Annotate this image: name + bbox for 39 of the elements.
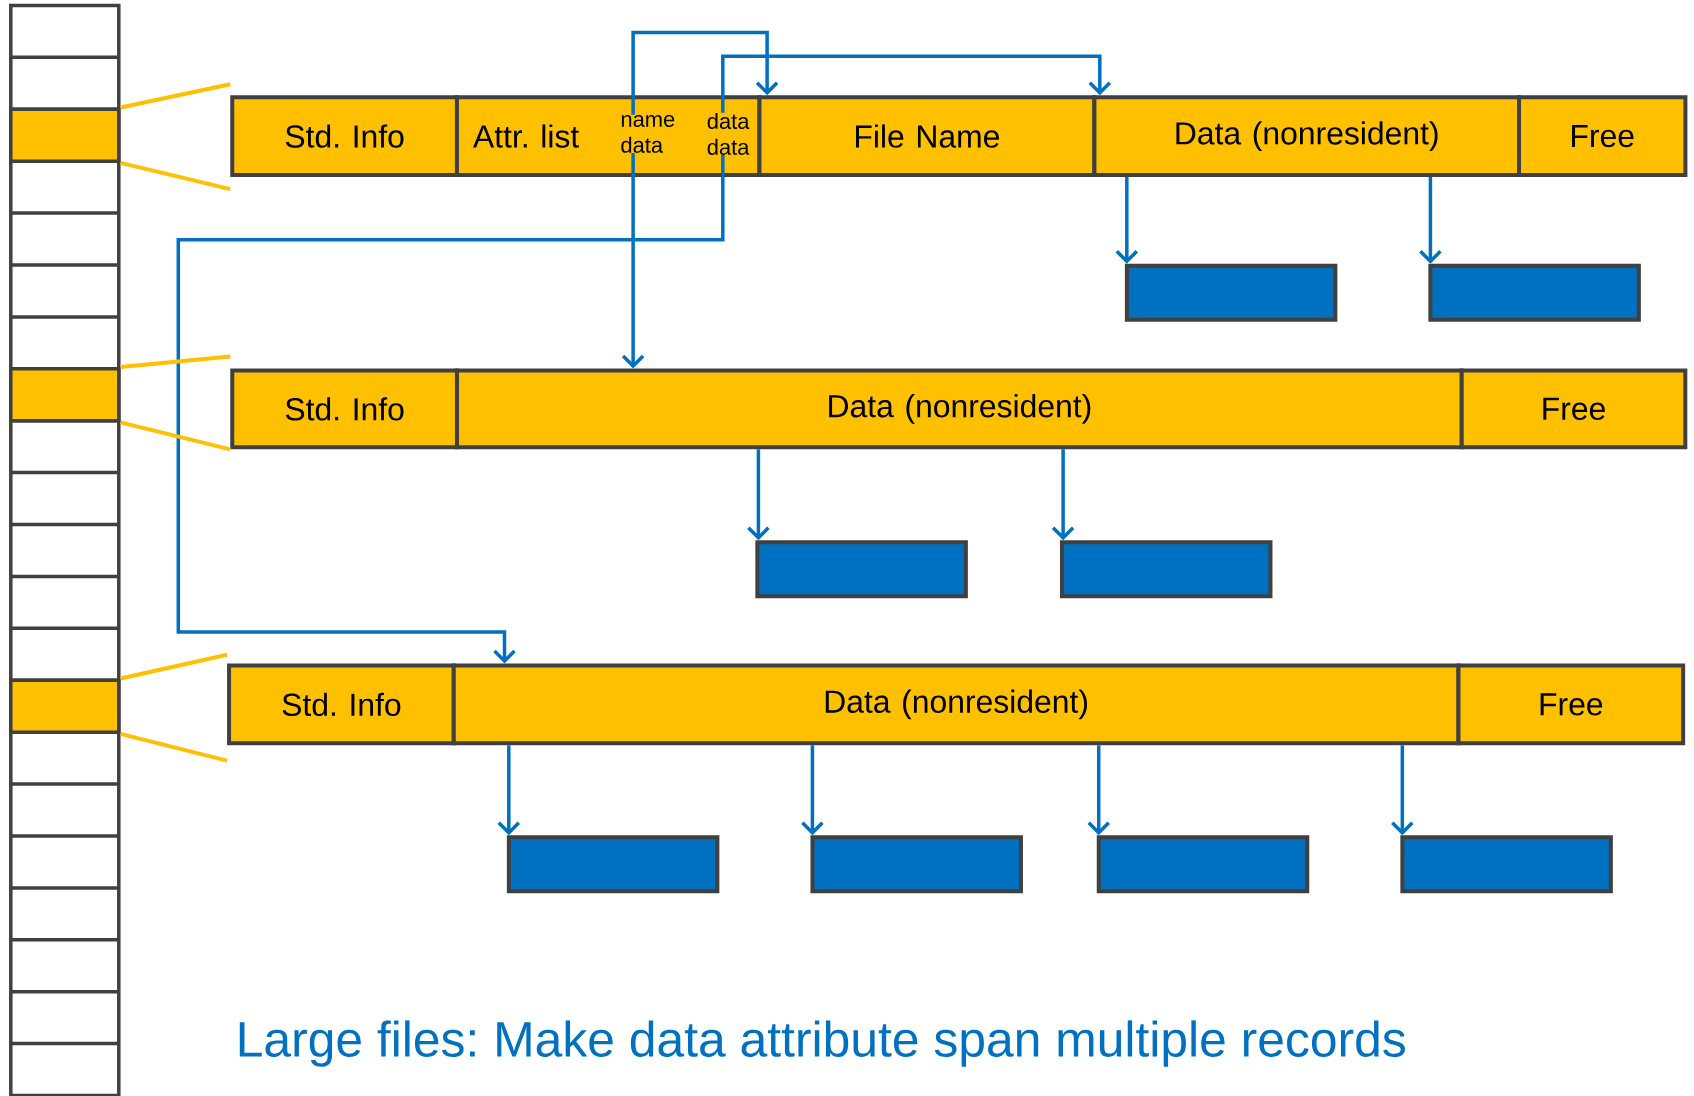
data-block <box>755 540 968 599</box>
data-block <box>506 835 720 894</box>
data-block <box>810 835 1023 894</box>
arrow <box>747 449 770 541</box>
data-block <box>1400 835 1613 894</box>
record-slot <box>9 367 121 423</box>
zoom-line <box>120 160 231 192</box>
attribute-entry: name data <box>621 114 675 153</box>
arrow <box>801 745 824 836</box>
zoom-line <box>120 652 228 681</box>
record-cell: Std. Info <box>227 663 456 746</box>
arrow <box>631 30 779 115</box>
data-block <box>1124 263 1338 322</box>
zoom-line <box>120 731 228 763</box>
record-slot <box>9 678 121 734</box>
arrow <box>621 153 645 369</box>
arrow <box>176 155 725 664</box>
zoom-line <box>120 82 231 110</box>
arrow <box>1419 177 1442 264</box>
zoom-line <box>120 354 231 369</box>
arrow <box>1051 449 1075 541</box>
arrow <box>1115 177 1139 264</box>
record-cell: File Name <box>757 95 1097 177</box>
record-cell: Free <box>1456 663 1686 746</box>
zoom-line <box>120 420 231 452</box>
data-block <box>1096 835 1310 894</box>
data-block <box>1428 263 1641 322</box>
record-slot <box>9 107 121 163</box>
caption: Large files: Make data attribute span multiple records <box>239 1020 1405 1067</box>
record-cell: Std. Info <box>230 368 459 450</box>
record-cell: Free <box>1517 95 1688 177</box>
arrow <box>721 54 1112 113</box>
record-cell: Free <box>1459 368 1688 450</box>
arrow <box>1391 745 1414 836</box>
arrow <box>1087 745 1110 836</box>
data-block <box>1059 540 1273 599</box>
arrow <box>497 745 521 836</box>
attribute-entry: data data <box>707 112 750 155</box>
record-cell: Std. Info <box>230 95 459 177</box>
